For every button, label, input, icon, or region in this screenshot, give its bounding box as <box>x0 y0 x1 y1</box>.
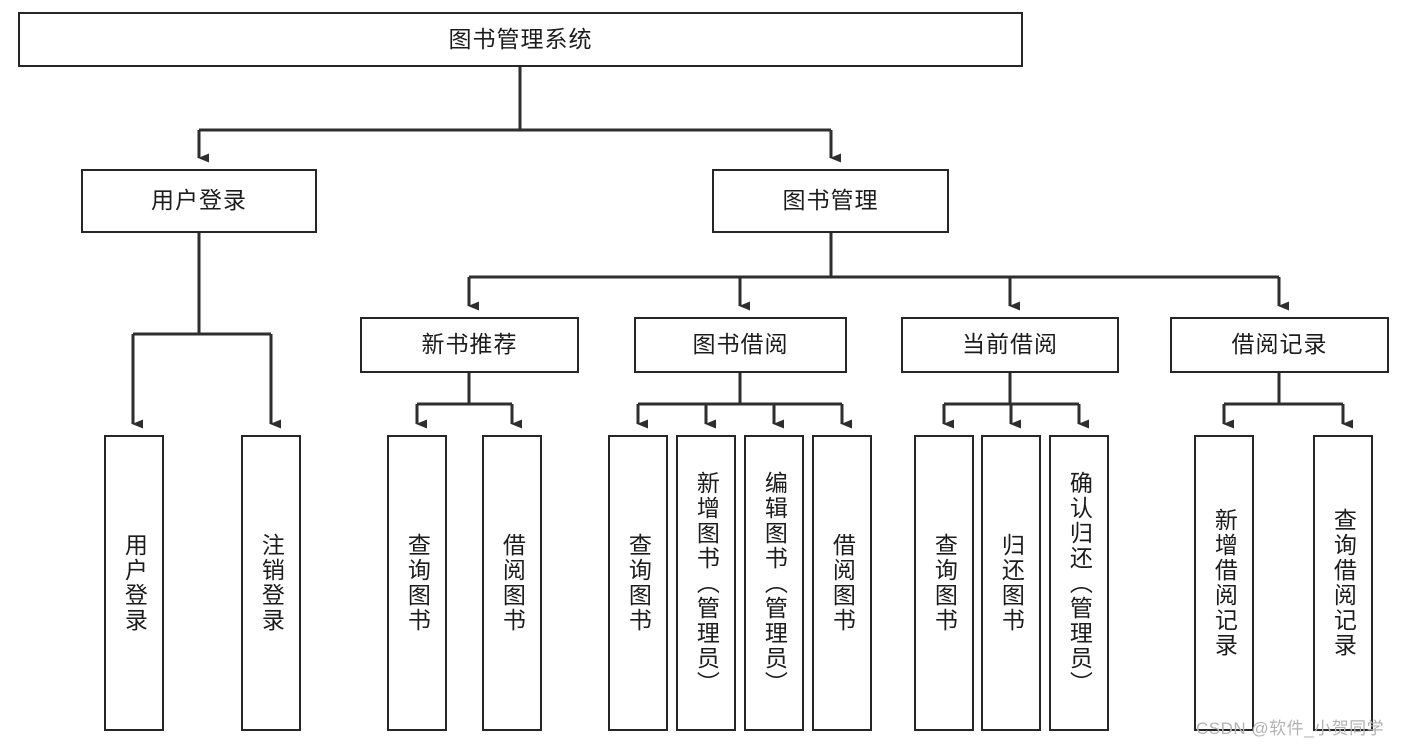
node-user-login[interactable]: 用户登录 <box>81 169 317 233</box>
leaf-label: 新增图书（管理员） <box>693 470 720 696</box>
leaf-label: 查询图书 <box>404 533 431 633</box>
csdn-watermark: CSDN @软件_小贺同学 <box>1196 719 1385 738</box>
leaf-label: 借阅图书 <box>829 533 856 633</box>
leaf-label: 查询图书 <box>625 533 652 633</box>
leaf-label: 归还图书 <box>998 533 1025 633</box>
leaf-query-borrow-record[interactable]: 查询借阅记录 <box>1313 435 1373 731</box>
leaf-borrow-books[interactable]: 借阅图书 <box>812 435 872 731</box>
node-borrow-records[interactable]: 借阅记录 <box>1170 317 1389 373</box>
leaf-label: 用户登录 <box>121 533 148 633</box>
leaf-label: 注销登录 <box>258 533 285 633</box>
leaf-return-books[interactable]: 归还图书 <box>981 435 1041 731</box>
leaf-borrow-books-recommend[interactable]: 借阅图书 <box>482 435 542 731</box>
leaf-query-books-current[interactable]: 查询图书 <box>914 435 974 731</box>
node-root-system[interactable]: 图书管理系统 <box>18 12 1023 67</box>
node-new-book-recommend[interactable]: 新书推荐 <box>360 317 579 373</box>
node-book-management[interactable]: 图书管理 <box>712 169 949 233</box>
leaf-user-login[interactable]: 用户登录 <box>104 435 164 731</box>
leaf-label: 新增借阅记录 <box>1211 508 1238 658</box>
node-book-borrow[interactable]: 图书借阅 <box>634 317 847 373</box>
leaf-label: 编辑图书（管理员） <box>761 470 788 696</box>
node-current-borrow[interactable]: 当前借阅 <box>901 317 1119 373</box>
leaf-logout-login[interactable]: 注销登录 <box>241 435 301 731</box>
leaf-add-book-admin[interactable]: 新增图书（管理员） <box>676 435 736 731</box>
leaf-label: 借阅图书 <box>499 533 526 633</box>
leaf-label: 查询借阅记录 <box>1330 508 1357 658</box>
leaf-edit-book-admin[interactable]: 编辑图书（管理员） <box>744 435 804 731</box>
leaf-label: 确认归还（管理员） <box>1066 470 1093 696</box>
leaf-label: 查询图书 <box>931 533 958 633</box>
leaf-query-books-borrow[interactable]: 查询图书 <box>608 435 668 731</box>
leaf-add-borrow-record[interactable]: 新增借阅记录 <box>1194 435 1254 731</box>
leaf-confirm-return-admin[interactable]: 确认归还（管理员） <box>1049 435 1109 731</box>
leaf-query-books-recommend[interactable]: 查询图书 <box>387 435 447 731</box>
